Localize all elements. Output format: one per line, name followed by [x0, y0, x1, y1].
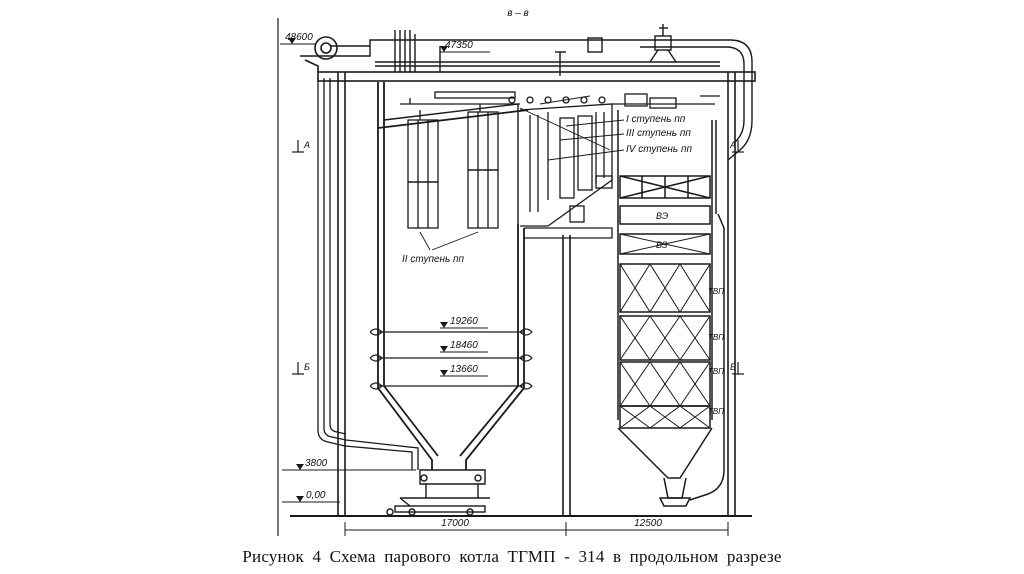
label-tvp-3: ТВП — [708, 367, 724, 376]
elevation-0: 0,00 — [306, 490, 326, 501]
label-stage2: II ступень пп — [402, 254, 465, 265]
elevation-13660: 13660 — [450, 364, 478, 375]
elevation-48600: 48600 — [285, 32, 313, 43]
elevation-3800: 3800 — [305, 458, 328, 469]
air-heater-crosses — [619, 233, 711, 429]
label-ve-top: ВЭ — [656, 211, 668, 221]
section-marker-arrows — [292, 140, 744, 375]
label-tvp-2: ТВП — [708, 333, 724, 342]
elevation-lines — [280, 43, 490, 503]
label-tvp-4: ТВП — [708, 407, 724, 416]
superheater-stage2 — [407, 104, 499, 229]
frame-structure — [277, 18, 756, 536]
figure-caption: Рисунок 4 Схема парового котла ТГМП - 31… — [242, 547, 782, 566]
section-marker-a-right: А — [729, 140, 736, 150]
left-downcomers — [317, 78, 419, 470]
dimension-left: 17000 — [441, 518, 469, 529]
elevation-19260: 19260 — [450, 316, 478, 327]
section-marker-b-left: Б — [304, 362, 310, 372]
ceiling-headers — [400, 91, 720, 109]
label-stage1: I ступень пп — [626, 114, 686, 125]
burners — [369, 328, 533, 390]
section-label: в – в — [507, 8, 529, 19]
label-stage4: IV ступень пп — [626, 144, 692, 155]
superheater-stages-1-3-4 — [519, 103, 613, 239]
furnace-chamber — [377, 82, 529, 470]
label-stage3: III ступень пп — [626, 128, 691, 139]
label-ve-bottom: ВЗ — [656, 240, 668, 250]
top-pipework — [300, 24, 753, 161]
dimension-lines — [344, 522, 729, 536]
label-tvp-1: ТВП — [708, 287, 724, 296]
section-marker-a-left: А — [303, 140, 310, 150]
steam-drum — [304, 36, 338, 72]
elevation-18460: 18460 — [450, 340, 478, 351]
label-leaders — [419, 95, 625, 251]
elevation-47350: 47350 — [445, 40, 473, 51]
rear-shaft — [617, 110, 725, 507]
elevation-arrows — [288, 38, 448, 502]
dimension-right: 12500 — [634, 518, 662, 529]
section-marker-b-right: Б — [730, 362, 736, 372]
furnace-bottom — [386, 469, 490, 516]
